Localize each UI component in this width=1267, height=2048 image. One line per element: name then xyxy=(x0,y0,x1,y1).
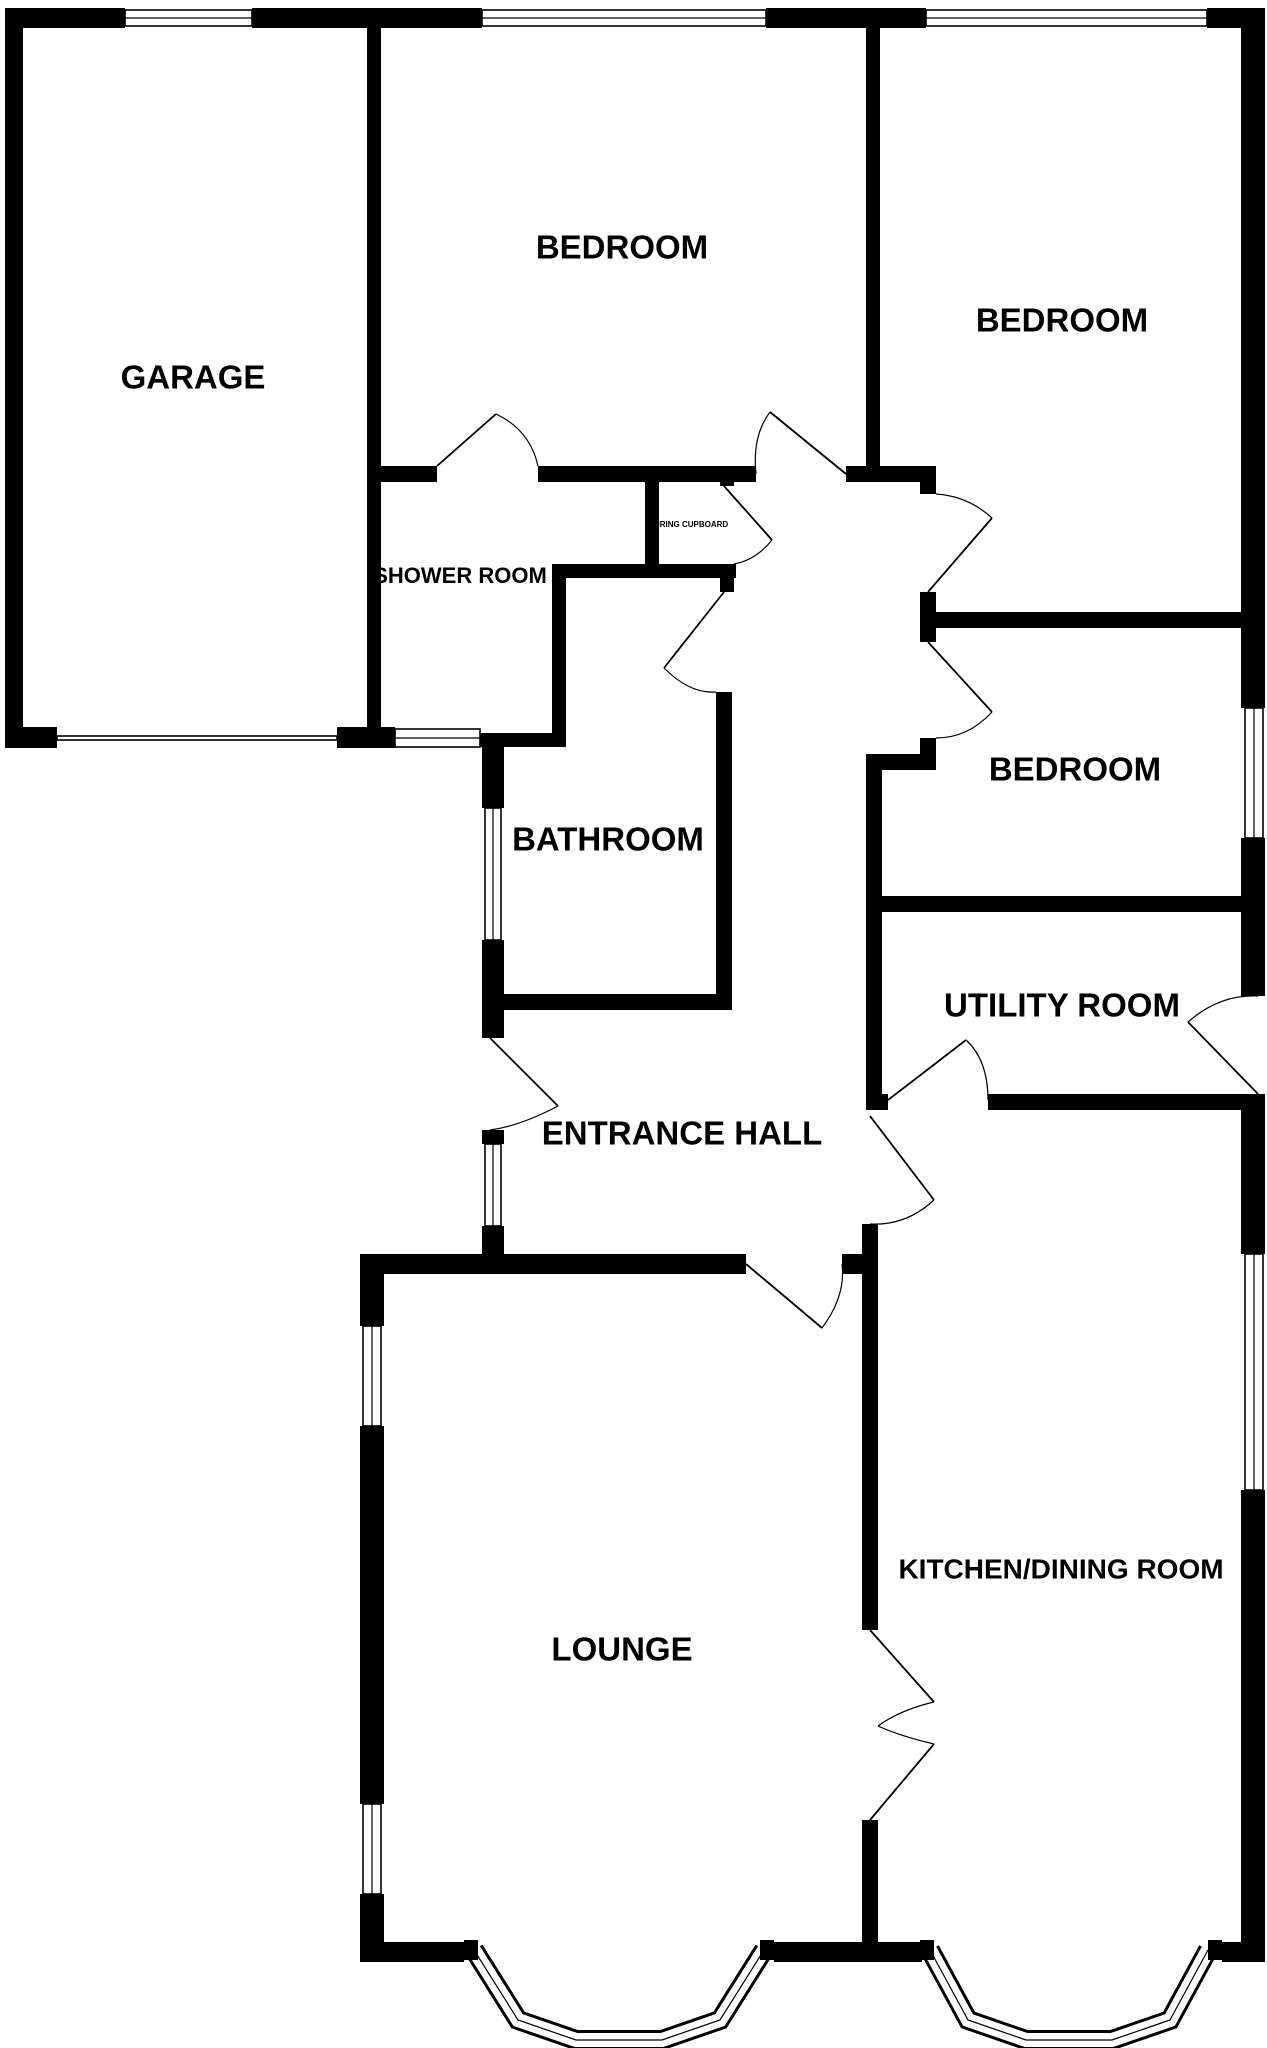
door-bedroom2 xyxy=(927,493,993,593)
door-bedroom1 xyxy=(754,411,847,475)
window-garage-door xyxy=(56,735,338,741)
wall-lounge-top xyxy=(360,1254,746,1274)
bay-window-lounge xyxy=(464,1940,774,2048)
wall-lounge-kitchen-top xyxy=(862,1224,878,1630)
wall-airing-cupboard-right xyxy=(720,466,734,486)
room-label-bedroom-3: BEDROOM xyxy=(989,751,1161,788)
wall-bedroom-bedroom xyxy=(866,8,880,482)
room-label-airing-cupboard: AIRING CUPBOARD xyxy=(652,520,729,529)
wall-bathroom-left-bottom xyxy=(482,940,504,1038)
wall-utility-bottom-b xyxy=(988,1094,1265,1110)
windows xyxy=(56,9,1264,2048)
wall-right-mid xyxy=(1241,838,1265,996)
wall-hall-east xyxy=(866,754,882,1110)
wall-hall-west-stub xyxy=(482,1130,504,1144)
room-label-lounge: LOUNGE xyxy=(551,1631,692,1668)
wall-right-upper xyxy=(1241,8,1265,708)
wall-garage-bottom-right xyxy=(337,727,395,748)
wall-bedroom3-bottom xyxy=(866,896,1265,912)
room-label-bathroom: BATHROOM xyxy=(512,821,704,858)
door-bedroom3 xyxy=(927,641,993,739)
window-garage-top xyxy=(124,9,253,27)
wall-shower-right xyxy=(552,564,566,747)
door-entrance-front xyxy=(489,1037,559,1131)
window-lounge-left-bottom xyxy=(362,1803,382,1895)
door-airing-cupboard xyxy=(723,485,773,565)
wall-top-mid-b xyxy=(766,8,926,28)
wall-bathroom-right xyxy=(716,692,732,1010)
wall-bedroom2-corner xyxy=(920,466,936,494)
room-label-kitchen-dining-room: KITCHEN/DINING ROOM xyxy=(898,1553,1223,1584)
window-kitchen-right xyxy=(1244,1253,1264,1491)
room-label-shower-room: SHOWER ROOM xyxy=(373,563,547,588)
wall-bottom-lounge-left xyxy=(360,1942,464,1962)
door-kitchen-hall xyxy=(869,1115,935,1225)
window-bedroom3-right xyxy=(1244,707,1264,839)
room-label-bedroom-2: BEDROOM xyxy=(976,302,1148,339)
wall-bottom-kitchen-right xyxy=(1222,1942,1265,1962)
wall-garage-bottom-left xyxy=(5,727,57,748)
wall-left-garage xyxy=(5,8,23,748)
walls xyxy=(5,8,1265,1962)
wall-bedroom1-bottom-a xyxy=(367,466,437,482)
wall-bedroom3-left-jog xyxy=(866,754,936,770)
room-label-utility-room: UTILITY ROOM xyxy=(944,987,1180,1024)
door-shower-room xyxy=(436,413,539,467)
doors xyxy=(436,411,1259,1821)
wall-airing-cupboard-bottom xyxy=(566,564,736,578)
wall-bedroom2-bedroom3 xyxy=(920,612,1265,628)
wall-bedroom3-door-stub xyxy=(920,592,936,642)
window-bathroom-left xyxy=(484,807,502,941)
window-lounge-left-top xyxy=(362,1325,382,1427)
door-utility-external xyxy=(1187,995,1259,1095)
room-label-bedroom-1: BEDROOM xyxy=(536,229,708,266)
window-shower-room xyxy=(394,728,481,748)
wall-lounge-kitchen-bottom xyxy=(862,1820,878,1962)
wall-airing-cupboard-stub xyxy=(720,564,734,592)
bay-window-kitchen xyxy=(920,1940,1222,2048)
wall-garage-bedroom xyxy=(367,8,381,748)
room-label-garage: GARAGE xyxy=(121,359,266,396)
wall-lounge-left-top xyxy=(360,1254,384,1326)
door-bathroom xyxy=(663,591,725,693)
wall-bottom-lounge-right xyxy=(774,1942,922,1962)
room-labels: GARAGE BEDROOM BEDROOM SHOWER ROOM AIRIN… xyxy=(121,229,1224,1668)
window-entrance-hall xyxy=(484,1143,502,1227)
wall-utility-bottom-a xyxy=(866,1094,888,1110)
door-utility-room xyxy=(887,1039,989,1101)
wall-bathroom-left-top xyxy=(482,733,504,808)
wall-bedroom1-bottom-c xyxy=(846,466,936,482)
wall-bathroom-bottom xyxy=(482,994,732,1010)
window-bedroom2-top xyxy=(925,9,1208,27)
wall-kitchen-right-top xyxy=(1241,1094,1265,1254)
double-door-lounge-kitchen xyxy=(869,1629,935,1821)
wall-kitchen-right-bottom xyxy=(1241,1490,1265,1962)
room-label-entrance-hall: ENTRANCE HALL xyxy=(542,1115,822,1152)
wall-top-left xyxy=(5,8,125,28)
door-lounge xyxy=(745,1263,844,1329)
wall-lounge-top-right xyxy=(842,1254,868,1274)
wall-airing-cupboard-left xyxy=(645,474,659,574)
window-bedroom1-top xyxy=(481,9,767,27)
wall-lounge-left-mid xyxy=(360,1426,384,1804)
